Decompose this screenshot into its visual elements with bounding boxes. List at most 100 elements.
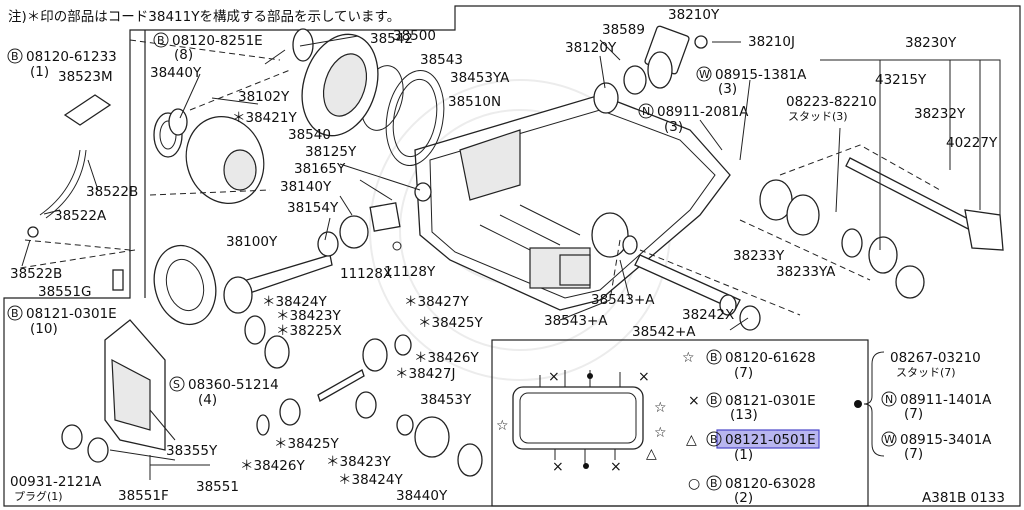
- label-38102Y: 38102Y: [238, 89, 290, 105]
- svg-text:B: B: [710, 477, 718, 490]
- label-38210Y: 38210Y: [668, 7, 720, 23]
- bolt-mark: B: [11, 50, 19, 63]
- label-38523M: 38523M: [58, 69, 113, 85]
- label-qty-10: (10): [30, 321, 58, 337]
- label-38551G: 38551G: [38, 284, 91, 300]
- label-38522A: 38522A: [54, 208, 107, 224]
- label-38426Y-a: ＊38426Y: [414, 350, 479, 366]
- legend-qty-2: (2): [734, 490, 753, 506]
- svg-text:☆: ☆: [654, 425, 667, 441]
- svg-text:×: ×: [548, 369, 560, 385]
- washer-mark: W: [699, 68, 710, 81]
- diff-gears: [244, 315, 483, 477]
- drive-pinion: [223, 254, 333, 314]
- label-qty-3b: (3): [664, 119, 683, 135]
- label-38551: 38551: [196, 479, 239, 495]
- label-38355Y: 38355Y: [166, 443, 218, 459]
- label-38125Y: 38125Y: [305, 144, 357, 160]
- svg-text:B: B: [710, 433, 718, 446]
- label-11128Y: 11128Y: [384, 264, 436, 280]
- label-08223-82210: 08223-82210: [786, 94, 877, 110]
- legend-part-08121-0501E: 08121-0501E: [725, 432, 816, 448]
- legend-symbol-cross: ×: [688, 393, 700, 409]
- label-38543: 38543: [420, 52, 463, 68]
- svg-text:☆: ☆: [654, 400, 667, 416]
- diagram-id: A381B 0133: [922, 490, 1005, 506]
- inset-cover: ☆ ☆ ☆ △ × × × ×: [496, 369, 667, 475]
- group-washer-qty: (7): [904, 446, 923, 462]
- label-38233YA: 38233YA: [776, 264, 836, 280]
- group-bullet: [854, 400, 862, 408]
- bolt-mark: B: [157, 34, 165, 47]
- ring-gear: [153, 244, 217, 326]
- label-38500: 38500: [393, 28, 436, 44]
- legend-symbol-star: ☆: [682, 350, 695, 366]
- label-38425Y-b: ＊38425Y: [274, 436, 339, 452]
- circled-marks: B B B S W N: [7, 32, 712, 392]
- label-qty-4: (4): [198, 392, 217, 408]
- label-38543A-right: 38543+A: [591, 292, 655, 308]
- label-qty-3a: (3): [718, 81, 737, 97]
- label-38542: 38542: [370, 31, 413, 47]
- svg-text:W: W: [884, 433, 895, 446]
- group-stud-part: 08267-03210: [890, 350, 981, 366]
- label-38510N: 38510N: [448, 94, 501, 110]
- label-38589: 38589: [602, 22, 645, 38]
- cover-gasket: [385, 69, 445, 167]
- label-38427Y: ＊38427Y: [404, 294, 469, 310]
- legend-part-08121-0301E: 08121-0301E: [725, 393, 816, 409]
- label-08911-2081A: 08911-2081A: [657, 104, 749, 120]
- legend-qty-7: (7): [734, 365, 753, 381]
- svg-text:B: B: [710, 351, 718, 364]
- label-38100Y: 38100Y: [226, 234, 278, 250]
- label-38421Y: ＊38421Y: [232, 110, 297, 126]
- label-38225X: ＊38225X: [276, 323, 342, 339]
- legend-symbol-triangle: △: [686, 432, 697, 448]
- label-stud-3: スタッド(3): [788, 110, 848, 123]
- label-00931-2121A: 00931-2121A: [10, 474, 102, 490]
- nut-mark: N: [642, 105, 650, 118]
- svg-text:☆: ☆: [496, 418, 509, 434]
- label-11128X: 11128X: [340, 266, 392, 282]
- label-38423Y-b: ＊38423Y: [326, 454, 391, 470]
- label-38453YA: 38453YA: [450, 70, 510, 86]
- legend-qty-1: (1): [734, 447, 753, 463]
- companion-flange: [593, 25, 708, 114]
- label-38426Y-b: ＊38426Y: [240, 458, 305, 474]
- bolt-mark: B: [11, 307, 19, 320]
- group-stud-note: スタッド(7): [896, 366, 956, 379]
- label-38551F: 38551F: [118, 488, 169, 504]
- legend-part-08120-61628: 08120-61628: [725, 350, 816, 366]
- label-38423Y-a: ＊38423Y: [276, 308, 341, 324]
- label-qty-8: (8): [174, 47, 193, 63]
- group-nut-qty: (7): [904, 406, 923, 422]
- label-38425Y-a: ＊38425Y: [418, 315, 483, 331]
- label-qty-1a: (1): [30, 64, 49, 80]
- label-38120Y: 38120Y: [565, 40, 617, 56]
- frames: [3, 5, 1021, 507]
- label-38424Y-a: ＊38424Y: [262, 294, 327, 310]
- legend-qty-13: (13): [730, 407, 758, 423]
- legend-part-08120-63028: 08120-63028: [725, 476, 816, 492]
- label-40227Y: 40227Y: [946, 135, 998, 151]
- label-38154Y: 38154Y: [287, 200, 339, 216]
- svg-text:N: N: [885, 393, 893, 406]
- label-08915-1381A: 08915-1381A: [715, 67, 807, 83]
- svg-text:△: △: [646, 446, 657, 462]
- label-38543A-left: 38543+A: [544, 313, 608, 329]
- svg-text:×: ×: [552, 459, 564, 475]
- label-38230Y: 38230Y: [905, 35, 957, 51]
- label-08360-51214: 08360-51214: [188, 377, 279, 393]
- label-38522B-bottom: 38522B: [10, 266, 62, 282]
- svg-text:B: B: [710, 394, 718, 407]
- label-38210J: 38210J: [748, 34, 795, 50]
- label-38440Y-top: 38440Y: [150, 65, 202, 81]
- label-38232Y: 38232Y: [914, 106, 966, 122]
- group-lines: [19, 39, 1001, 480]
- legend-symbol-circle: ○: [688, 476, 700, 492]
- label-38427J: ＊38427J: [395, 366, 455, 382]
- legend: ☆ B 08120-61628 (7) × B 08121-0301E (13)…: [682, 349, 992, 506]
- label-43215Y: 43215Y: [875, 72, 927, 88]
